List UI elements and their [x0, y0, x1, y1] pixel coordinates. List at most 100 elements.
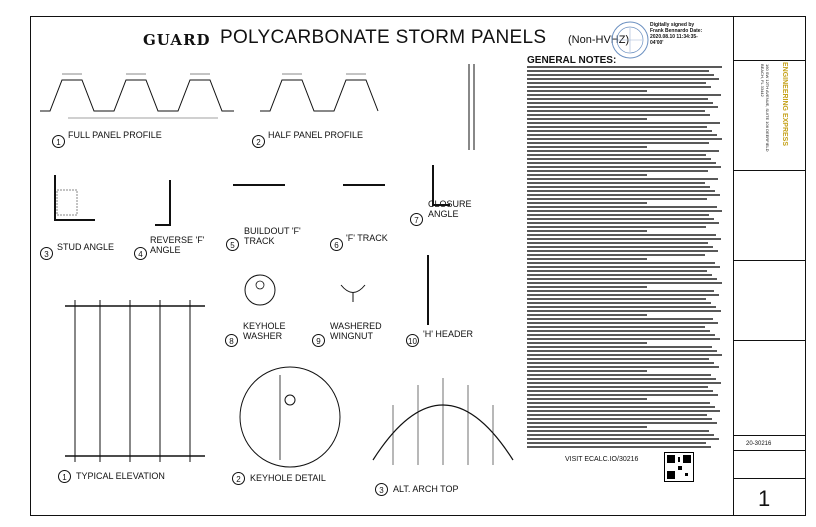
- note-text-line: [527, 142, 709, 144]
- detail-marker: 9: [312, 334, 325, 347]
- note-text-line: [527, 246, 713, 248]
- note-text-line: [527, 94, 721, 96]
- keyhole-detail-drawing: [239, 366, 341, 468]
- note-text-line: [527, 326, 705, 328]
- qr-code-icon: [664, 452, 694, 482]
- wingnut-drawing: [340, 284, 366, 302]
- general-notes-title: GENERAL NOTES:: [527, 55, 617, 66]
- firm-name: ENGINEERING EXPRESS: [781, 62, 788, 147]
- note-text-line: [527, 306, 716, 308]
- note-text-line: [527, 358, 709, 360]
- note-text-line: [527, 194, 720, 196]
- note-text-line: [527, 86, 711, 88]
- note-text-line: [527, 126, 707, 128]
- detail-marker: 4: [134, 247, 147, 260]
- detail-label: KEYHOLE DETAIL: [250, 473, 326, 483]
- detail-label: WASHERED WINGNUT: [330, 321, 382, 341]
- buildout-f-track-drawing: [233, 184, 285, 186]
- title-block: [733, 16, 806, 516]
- note-text-line: [527, 414, 707, 416]
- note-text-line: [527, 254, 705, 256]
- note-text-line: [527, 430, 709, 432]
- note-text-line: [527, 166, 721, 168]
- stud-angle-drawing: [54, 175, 95, 221]
- tb-divider: [734, 478, 805, 479]
- note-text-line: [527, 318, 713, 320]
- note-text-line: [527, 322, 718, 324]
- detail-label: HALF PANEL PROFILE: [268, 130, 364, 140]
- project-number: 20-30216: [746, 441, 772, 447]
- detail-marker: 2: [232, 472, 245, 485]
- note-text-line: [527, 286, 647, 288]
- note-text-line: [527, 130, 712, 132]
- note-text-line: [527, 394, 718, 396]
- detail-marker: 8: [225, 334, 238, 347]
- full-panel-profile-drawing: [40, 73, 234, 119]
- detail-marker: 3: [40, 247, 53, 260]
- detail-label: FULL PANEL PROFILE: [68, 130, 162, 140]
- detail-label: KEYHOLE WASHER: [243, 321, 286, 341]
- note-text-line: [527, 446, 711, 448]
- f-track-drawing: [343, 184, 385, 186]
- note-text-line: [527, 370, 647, 372]
- detail-label: 'H' HEADER: [423, 329, 473, 339]
- note-text-line: [527, 278, 717, 280]
- note-text-line: [527, 354, 722, 356]
- note-text-line: [527, 250, 718, 252]
- note-text-line: [527, 266, 720, 268]
- note-text-line: [527, 230, 647, 232]
- detail-marker: 7: [410, 213, 423, 226]
- sheet-subtitle: (Non-HVHZ): [568, 34, 630, 46]
- note-text-line: [527, 214, 709, 216]
- note-text-line: [527, 154, 706, 156]
- note-text-line: [527, 338, 720, 340]
- note-text-line: [527, 366, 719, 368]
- note-text-line: [527, 114, 710, 116]
- detail-label: TYPICAL ELEVATION: [76, 471, 165, 481]
- note-text-line: [527, 290, 714, 292]
- note-text-line: [527, 98, 708, 100]
- note-text-line: [527, 398, 647, 400]
- arch-top-drawing: [372, 378, 514, 465]
- brand-logo: GUARD: [143, 31, 211, 49]
- panel-section-drawing: [468, 64, 475, 150]
- note-text-line: [527, 218, 714, 220]
- note-text-line: [527, 186, 710, 188]
- detail-marker: 10: [406, 334, 419, 347]
- note-text-line: [527, 146, 647, 148]
- note-text-line: [527, 334, 715, 336]
- note-text-line: [527, 298, 706, 300]
- note-text-line: [527, 82, 706, 84]
- note-text-line: [527, 426, 647, 428]
- note-text-line: [527, 210, 722, 212]
- detail-label: REVERSE 'F' ANGLE: [150, 235, 205, 255]
- note-text-line: [527, 418, 712, 420]
- keyhole-washer-drawing: [244, 274, 276, 306]
- drawing-border: [30, 16, 806, 516]
- note-text-line: [527, 386, 708, 388]
- detail-marker: 3: [375, 483, 388, 496]
- detail-marker: 5: [226, 238, 239, 251]
- note-text-line: [527, 190, 715, 192]
- h-header-drawing: [427, 255, 429, 325]
- note-text-line: [527, 258, 647, 260]
- note-text-line: [527, 70, 709, 72]
- note-text-line: [527, 378, 716, 380]
- note-text-line: [527, 346, 712, 348]
- note-text-line: [527, 434, 714, 436]
- note-text-line: [527, 342, 647, 344]
- note-text-line: [527, 374, 711, 376]
- note-text-line: [527, 134, 717, 136]
- note-text-line: [527, 282, 722, 284]
- tb-divider: [734, 170, 805, 171]
- detail-label: STUD ANGLE: [57, 242, 115, 252]
- note-text-line: [527, 170, 708, 172]
- engineer-seal-icon: [611, 21, 649, 59]
- visit-link[interactable]: VISIT ECALC.IO/30216: [565, 456, 639, 463]
- note-text-line: [527, 402, 710, 404]
- detail-marker: 2: [252, 135, 265, 148]
- note-text-line: [527, 406, 715, 408]
- reverse-f-angle-drawing: [155, 180, 171, 226]
- note-text-line: [527, 390, 713, 392]
